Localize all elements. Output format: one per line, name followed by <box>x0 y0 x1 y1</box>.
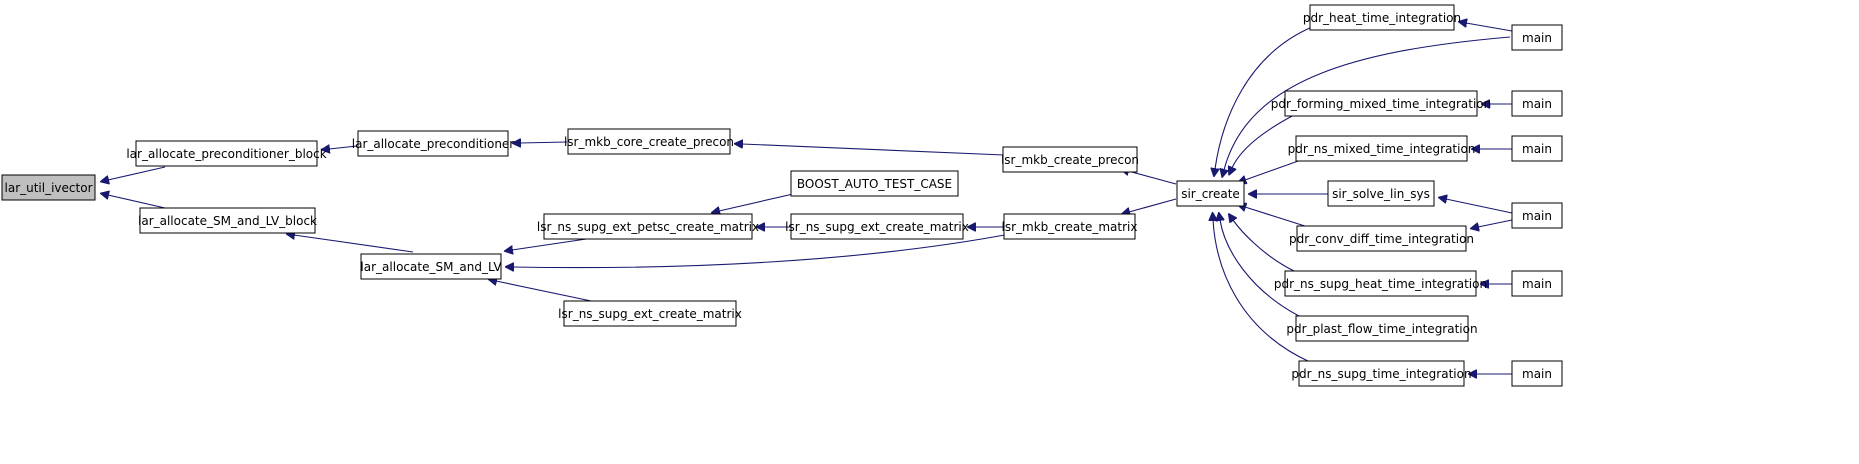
node-label: main <box>1522 31 1552 45</box>
node-main-4[interactable]: main <box>1511 202 1563 229</box>
node-main-3[interactable]: main <box>1511 135 1563 162</box>
node-pdr-plast-flow-time-integration[interactable]: pdr_plast_flow_time_integration <box>1286 315 1478 342</box>
node-label: pdr_ns_supg_time_integration <box>1291 367 1471 381</box>
edge-main1-to-heat <box>1466 23 1513 32</box>
edge-petsc-to-smlv <box>512 237 594 250</box>
node-label: main <box>1522 367 1552 381</box>
node-lar-allocate-preconditioner[interactable]: lar_allocate_preconditioner <box>352 130 515 157</box>
edge-smlvblock-to-ivector <box>108 195 166 209</box>
node-boost-auto-test-case[interactable]: BOOST_AUTO_TEST_CASE <box>790 170 959 197</box>
node-pdr-conv-diff-time-integration[interactable]: pdr_conv_diff_time_integration <box>1289 225 1474 252</box>
node-label: lar_allocate_preconditioner_block <box>126 147 326 161</box>
edge-corepre-to-pc <box>520 142 568 143</box>
edge-sir-to-mkbpre <box>1128 171 1177 185</box>
edge-main4-to-solve <box>1446 199 1513 214</box>
node-label: lsr_mkb_create_precon <box>1001 153 1139 167</box>
node-label: BOOST_AUTO_TEST_CASE <box>797 177 952 191</box>
edge-sir-to-mkbmat <box>1129 198 1177 212</box>
node-lar-allocate-sm-and-lv[interactable]: lar_allocate_SM_and_LV <box>360 253 502 280</box>
node-label: pdr_plast_flow_time_integration <box>1286 322 1477 336</box>
node-label: lar_util_ivector <box>5 181 93 195</box>
edge-boost-to-petsc <box>719 193 794 211</box>
node-lsr-mkb-create-precon[interactable]: lsr_mkb_create_precon <box>1001 146 1139 173</box>
node-pdr-ns-mixed-time-integration[interactable]: pdr_ns_mixed_time_integration <box>1288 135 1476 162</box>
edge-mkbpre-to-corepre <box>742 144 1005 156</box>
node-pdr-ns-supg-time-integration[interactable]: pdr_ns_supg_time_integration <box>1291 360 1472 387</box>
node-lar-allocate-preconditioner-block[interactable]: lar_allocate_preconditioner_block <box>126 140 327 167</box>
edge-nsmixed-to-sir <box>1245 159 1302 180</box>
edge-forming-to-sir <box>1232 114 1295 168</box>
node-pdr-ns-supg-heat-time-integration[interactable]: pdr_ns_supg_heat_time_integration <box>1274 270 1487 297</box>
node-lsr-mkb-core-create-precon[interactable]: lsr_mkb_core_create_precon <box>564 128 734 155</box>
node-label: sir_solve_lin_sys <box>1332 187 1430 201</box>
node-label: pdr_ns_supg_heat_time_integration <box>1274 277 1487 291</box>
node-lsr-ns-supg-ext-petsc-create-matrix[interactable]: lsr_ns_supg_ext_petsc_create_matrix <box>537 213 759 240</box>
nodes: lar_util_ivector lar_allocate_preconditi… <box>1 4 1563 387</box>
edge-heat-to-sir <box>1215 26 1313 169</box>
node-label: pdr_ns_mixed_time_integration <box>1288 142 1476 156</box>
edge-pcblock-to-ivector <box>108 166 166 180</box>
node-lsr-mkb-create-matrix[interactable]: lsr_mkb_create_matrix <box>1002 213 1138 240</box>
node-label: lsr_ns_supg_ext_petsc_create_matrix <box>537 220 759 234</box>
node-pdr-heat-time-integration[interactable]: pdr_heat_time_integration <box>1303 4 1461 31</box>
node-main-1[interactable]: main <box>1511 24 1563 51</box>
node-label: main <box>1522 142 1552 156</box>
node-lar-util-ivector[interactable]: lar_util_ivector <box>1 174 96 201</box>
edge-ext2-to-smlv <box>496 281 597 303</box>
edge-main1-to-sir <box>1224 36 1511 170</box>
node-label: sir_create <box>1181 187 1240 201</box>
edge-smlv-to-smlvblock <box>294 235 414 253</box>
node-pdr-forming-mixed-time-integration[interactable]: pdr_forming_mixed_time_integration <box>1271 90 1492 117</box>
node-label: lar_allocate_preconditioner <box>352 137 515 151</box>
node-main-6[interactable]: main <box>1511 360 1563 387</box>
node-label: pdr_heat_time_integration <box>1303 11 1461 25</box>
edge-plast-to-sir <box>1220 220 1300 317</box>
edge-nsheat-to-sir <box>1233 220 1295 272</box>
node-label: lar_allocate_SM_and_LV <box>360 260 502 274</box>
node-label: main <box>1522 277 1552 291</box>
node-label: main <box>1522 97 1552 111</box>
edge-main4-to-conv <box>1478 219 1513 227</box>
node-label: lsr_ns_supg_ext_create_matrix <box>558 307 742 321</box>
node-lar-allocate-sm-and-lv-block[interactable]: lar_allocate_SM_and_LV_block <box>138 207 317 234</box>
edge-mkbmat-to-smlv <box>513 233 1011 268</box>
node-label: lsr_ns_supg_ext_create_matrix <box>785 220 969 234</box>
edge-nssupg-to-sir <box>1213 220 1311 363</box>
node-main-2[interactable]: main <box>1511 90 1563 117</box>
node-lsr-ns-supg-ext-create-matrix-2[interactable]: lsr_ns_supg_ext_create_matrix <box>558 300 742 327</box>
node-sir-solve-lin-sys[interactable]: sir_solve_lin_sys <box>1327 180 1435 207</box>
node-label: lsr_mkb_core_create_precon <box>564 135 734 149</box>
node-sir-create[interactable]: sir_create <box>1176 180 1245 207</box>
node-label: main <box>1522 209 1552 223</box>
node-label: lar_allocate_SM_and_LV_block <box>138 214 317 228</box>
node-label: pdr_conv_diff_time_integration <box>1289 232 1474 246</box>
edge-conv-to-sir <box>1245 207 1309 228</box>
edge-pc-to-pcblock <box>329 146 358 149</box>
node-label: lsr_mkb_create_matrix <box>1002 220 1138 234</box>
edges <box>108 23 1513 374</box>
node-label: pdr_forming_mixed_time_integration <box>1271 97 1492 111</box>
node-lsr-ns-supg-ext-create-matrix-1[interactable]: lsr_ns_supg_ext_create_matrix <box>785 213 969 240</box>
node-main-5[interactable]: main <box>1511 270 1563 297</box>
